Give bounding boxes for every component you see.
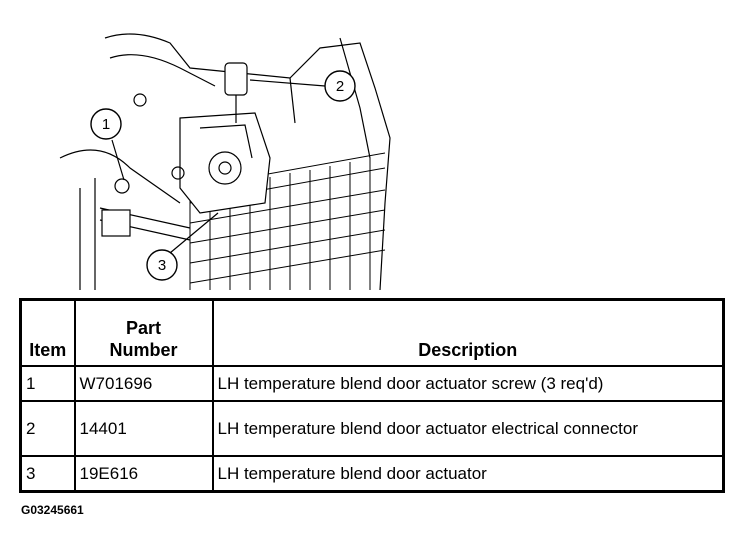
header-part-number: Part Number [73, 298, 214, 367]
cell-item: 1 [19, 365, 76, 402]
svg-text:1: 1 [102, 116, 110, 133]
cell-part-number: 14401 [73, 400, 214, 457]
header-description: Description [211, 298, 725, 367]
cell-part-number: 19E616 [73, 455, 214, 493]
header-part-line1: Part [125, 318, 161, 338]
table-row: 3 19E616 LH temperature blend door actua… [19, 455, 725, 493]
cell-description: LH temperature blend door actuator screw… [211, 365, 725, 402]
cell-part-number: W701696 [73, 365, 214, 402]
cell-item: 2 [19, 400, 76, 457]
callout-2: 2 [324, 70, 356, 102]
cell-description: LH temperature blend door actuator [211, 455, 725, 493]
callout-3: 3 [146, 249, 178, 281]
table-row: 1 W701696 LH temperature blend door actu… [19, 365, 725, 402]
table-header-row: Item Part Number Description [19, 298, 725, 367]
header-item: Item [19, 298, 76, 367]
svg-text:3: 3 [158, 257, 166, 274]
cell-item: 3 [19, 455, 76, 493]
callout-1: 1 [90, 108, 122, 140]
figure-id: G03245661 [21, 503, 84, 517]
svg-text:2: 2 [336, 78, 344, 95]
actuator-illustration: 1 2 3 [59, 33, 391, 290]
cell-description: LH temperature blend door actuator elect… [211, 400, 725, 457]
parts-table: Item Part Number Description 1 W701696 L… [19, 298, 725, 493]
table-row: 2 14401 LH temperature blend door actuat… [19, 400, 725, 457]
header-part-line2: Number [109, 340, 178, 360]
